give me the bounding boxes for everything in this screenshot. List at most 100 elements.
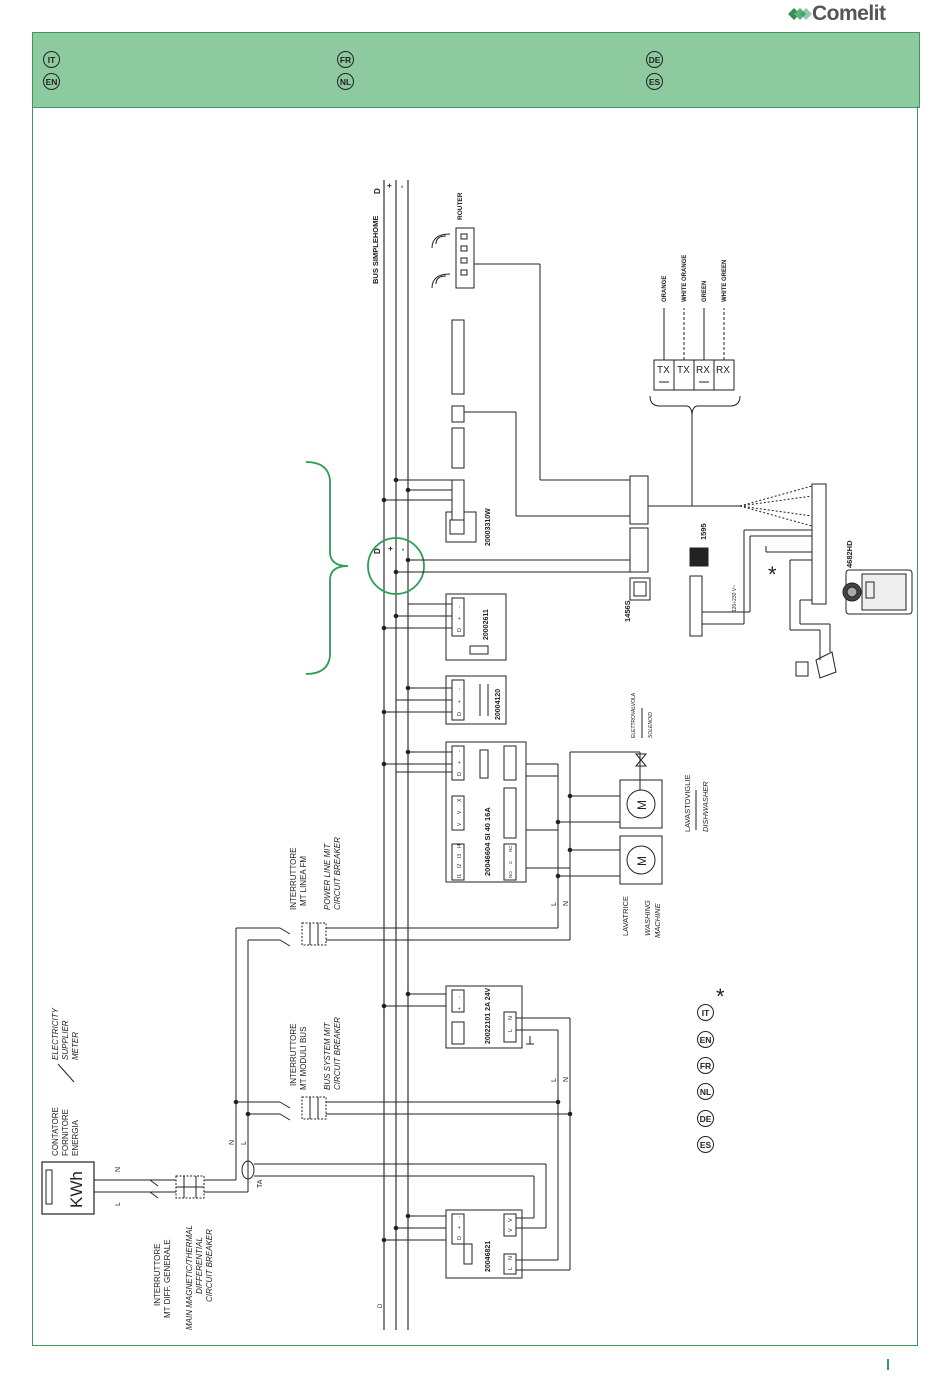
module-20002611-term-d: D — [457, 628, 463, 632]
kwh-display-window — [45, 1169, 53, 1205]
module-20022101-label: 20022101 2A 24V — [485, 987, 492, 1044]
power-breaker-en-2: CIRCUIT BREAKER — [333, 837, 342, 910]
bus-breaker-en-1: BUS SYSTEM MIT — [323, 1021, 332, 1090]
module-4682hd-label: 4682HD — [845, 540, 854, 568]
module-20022101-term-l: L — [508, 1029, 514, 1032]
module-20002611 — [445, 593, 507, 661]
circle-plus-label: + — [386, 546, 395, 551]
module-1595 — [689, 547, 709, 567]
router-label: ROUTER — [457, 192, 464, 220]
power-breaker-it-2: MT LINEA FM — [299, 856, 308, 906]
module-20046604-label: 20046604 SI 40 16A — [483, 807, 492, 876]
module-20022101 — [445, 985, 523, 1049]
energy-meter-feed — [516, 1102, 571, 1271]
meter-label-divider — [57, 1063, 75, 1083]
main-l-label: L — [241, 1141, 248, 1145]
power-120-label: 120÷230 V~ — [732, 585, 738, 612]
module-20004120-term-minus: - — [457, 688, 463, 690]
module-20046821-term-n: N — [508, 1256, 514, 1260]
main-breaker-en-1: MAIN MAGNETIC/THERMAL — [185, 1225, 194, 1330]
ta-label: TA — [257, 1179, 264, 1188]
fan-out — [739, 485, 813, 527]
module-20004120-label: 20004120 — [495, 689, 502, 720]
main-breaker-it-2: MT DIFF. GENERALE — [163, 1239, 172, 1318]
module-20002611-term-minus: - — [457, 606, 463, 608]
module-20046821-term-d: D — [457, 1236, 463, 1240]
rj45-tx-2: TX — [677, 365, 690, 376]
cable-orange: ORANGE — [662, 276, 668, 302]
module-20046821 — [445, 1209, 523, 1279]
module-20046604-term-plus: + — [457, 761, 463, 764]
solenoid-valve — [634, 753, 648, 767]
module-20046821-term-minus: - — [457, 1216, 463, 1218]
dishwasher-motor — [619, 779, 663, 829]
meter-feed-lines — [94, 1179, 176, 1193]
module-4682hd-device — [842, 569, 913, 615]
module-20046604-term-v1: V — [457, 822, 463, 826]
washing-label-en-1: WASHING — [643, 900, 652, 936]
rj45-blocks — [649, 308, 741, 506]
module-4682hd-terminals — [765, 483, 837, 679]
lang-badge-nl: NL — [337, 73, 354, 90]
bus-breaker — [279, 1096, 573, 1121]
washing-motor — [619, 835, 663, 885]
module-20004120-term-d: D — [457, 712, 463, 716]
module-20046821-label: 20046821 — [485, 1241, 492, 1272]
module-20046604-term-v2: V — [457, 810, 463, 814]
module-20046604-term-i1: I1 — [457, 874, 463, 878]
header-band — [32, 32, 920, 108]
highlight-circle — [367, 537, 425, 595]
main-breaker-it-1: INTERRUTTORE — [153, 1243, 162, 1306]
comelit-logo: Comelit — [788, 2, 886, 25]
bus-minus-label: - — [397, 185, 406, 188]
lang-badge-de: DE — [646, 51, 663, 68]
meter-label-it-3: ENERGIA — [71, 1119, 80, 1156]
power-breaker-it-1: INTERRUTTORE — [289, 847, 298, 910]
bus-d-label-bottom: D — [378, 1303, 384, 1308]
module-20046604-term-i2: I2 — [457, 864, 463, 868]
module-20002611-term-plus: + — [457, 617, 463, 620]
bus-plus-label: + — [385, 183, 394, 188]
power-line-wiring — [518, 751, 641, 940]
bus-line-n-label: N — [563, 1077, 570, 1082]
bus-lines — [383, 180, 409, 1330]
gateway-terminals — [629, 475, 740, 573]
thermostat-link — [464, 411, 630, 517]
meter-label-en-2: SUPPLIER — [61, 1020, 70, 1060]
meter-n-label: N — [115, 1167, 122, 1172]
main-breaker — [149, 1175, 205, 1199]
bus-breaker-it-1: INTERRUTTORE — [289, 1023, 298, 1086]
rj45-rx-1: RX — [696, 365, 710, 376]
content-frame — [32, 106, 918, 1346]
legend-badge-de: DE — [697, 1110, 714, 1127]
cable-white-orange: WHITE ORANGE — [682, 255, 688, 302]
module-20004120-term-plus: + — [457, 700, 463, 703]
router — [431, 227, 630, 481]
washing-motor-label: M — [635, 856, 649, 866]
bus-taps — [381, 477, 630, 1243]
module-20046821-term-v1: V — [508, 1228, 514, 1232]
meter-label-en-3: METER — [71, 1032, 80, 1060]
lang-badge-fr: FR — [337, 51, 354, 68]
rj45-tx-1: TX — [657, 365, 670, 376]
page-marker — [887, 1359, 889, 1370]
module-20046604-term-nc: NC — [508, 845, 513, 852]
module-1456s-label: 1456S — [623, 600, 632, 622]
power-line-breaker — [279, 922, 570, 947]
power-line-l-label: L — [551, 902, 558, 906]
kwh-meter-label: KWh — [67, 1171, 86, 1208]
washing-label-it: LAVATRICE — [621, 896, 630, 936]
legend-badge-en: EN — [697, 1031, 714, 1048]
legend-badge-it: IT — [697, 1004, 714, 1021]
module-20046604-term-d: D — [457, 772, 463, 776]
module-1595-label: 1595 — [699, 523, 708, 540]
module-1456s — [629, 577, 651, 601]
lang-badge-es: ES — [646, 73, 663, 90]
power-supply-block — [689, 529, 812, 637]
legend-badge-fr: FR — [697, 1057, 714, 1074]
module-20022101-term-n: N — [508, 1016, 514, 1020]
lang-badge-en: EN — [43, 73, 60, 90]
main-distribution — [204, 927, 546, 1193]
